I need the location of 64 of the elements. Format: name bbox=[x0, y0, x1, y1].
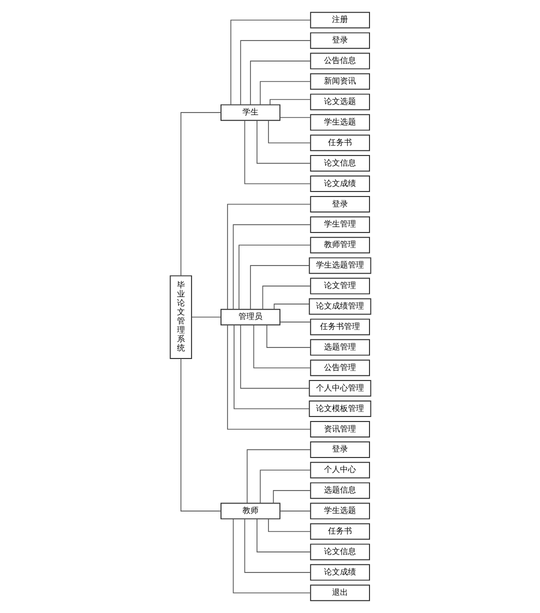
connector bbox=[268, 120, 310, 144]
node-box: 管理员 bbox=[220, 308, 280, 326]
connector bbox=[250, 60, 310, 106]
node-box: 学生选题管理 bbox=[308, 257, 371, 274]
node-box: 学生管理 bbox=[310, 216, 370, 233]
node-box: 论文信息 bbox=[310, 544, 370, 560]
connector bbox=[244, 518, 310, 573]
node-box: 学生选题 bbox=[310, 502, 370, 520]
node-box: 学生 bbox=[220, 104, 280, 121]
connector bbox=[240, 324, 310, 389]
connector bbox=[226, 324, 310, 430]
node-box: 任务书 bbox=[310, 134, 370, 152]
node-box: 论文成绩 bbox=[310, 176, 370, 192]
node-box: 论文管理 bbox=[310, 278, 370, 294]
node-box: 退出 bbox=[310, 584, 370, 602]
connector bbox=[230, 20, 310, 106]
connector bbox=[279, 510, 310, 512]
connector bbox=[262, 286, 310, 310]
node-box: 毕业论文管理系统 bbox=[169, 275, 192, 359]
connector bbox=[240, 40, 310, 106]
node-box: 登录 bbox=[310, 441, 370, 458]
connector bbox=[180, 112, 221, 276]
node-box: 个人中心管理 bbox=[308, 380, 371, 397]
node-box: 论文成绩管理 bbox=[308, 298, 371, 315]
node-box: 注册 bbox=[310, 12, 370, 28]
connector bbox=[246, 449, 310, 504]
node-box: 论文选题 bbox=[310, 94, 370, 110]
connector bbox=[268, 518, 310, 532]
node-box: 选题信息 bbox=[310, 482, 370, 499]
node-box: 选题管理 bbox=[310, 339, 370, 356]
connector bbox=[226, 204, 310, 310]
connector bbox=[180, 358, 221, 512]
node-box: 资讯管理 bbox=[310, 420, 370, 438]
node-box: 个人中心 bbox=[310, 462, 370, 478]
node-box: 论文模板管理 bbox=[308, 400, 371, 418]
connector bbox=[232, 518, 310, 594]
connector bbox=[244, 120, 310, 184]
connector bbox=[273, 304, 309, 310]
node-box: 论文成绩 bbox=[310, 564, 370, 581]
connector bbox=[266, 324, 310, 348]
connector bbox=[269, 99, 310, 105]
connector bbox=[252, 324, 310, 368]
connector bbox=[259, 470, 310, 504]
node-box: 登录 bbox=[310, 196, 370, 212]
node-box: 教师 bbox=[220, 502, 280, 520]
node-box: 教师管理 bbox=[310, 236, 370, 254]
connector bbox=[232, 224, 310, 310]
connector bbox=[256, 518, 310, 552]
connector bbox=[272, 490, 310, 504]
connector bbox=[238, 244, 310, 310]
node-box: 新闻资讯 bbox=[310, 73, 370, 90]
connector bbox=[279, 117, 310, 118]
node-box: 论文信息 bbox=[310, 155, 370, 172]
node-box: 公告管理 bbox=[310, 360, 370, 376]
node-box: 公告信息 bbox=[310, 52, 370, 70]
node-box: 任务书管理 bbox=[310, 318, 370, 336]
node-box: 任务书 bbox=[310, 523, 370, 540]
node-box: 学生选题 bbox=[310, 114, 370, 131]
connector bbox=[190, 316, 221, 318]
connector bbox=[233, 324, 310, 410]
connector bbox=[250, 265, 310, 310]
connector bbox=[259, 81, 310, 106]
node-box: 登录 bbox=[310, 32, 370, 49]
connector bbox=[256, 120, 310, 164]
